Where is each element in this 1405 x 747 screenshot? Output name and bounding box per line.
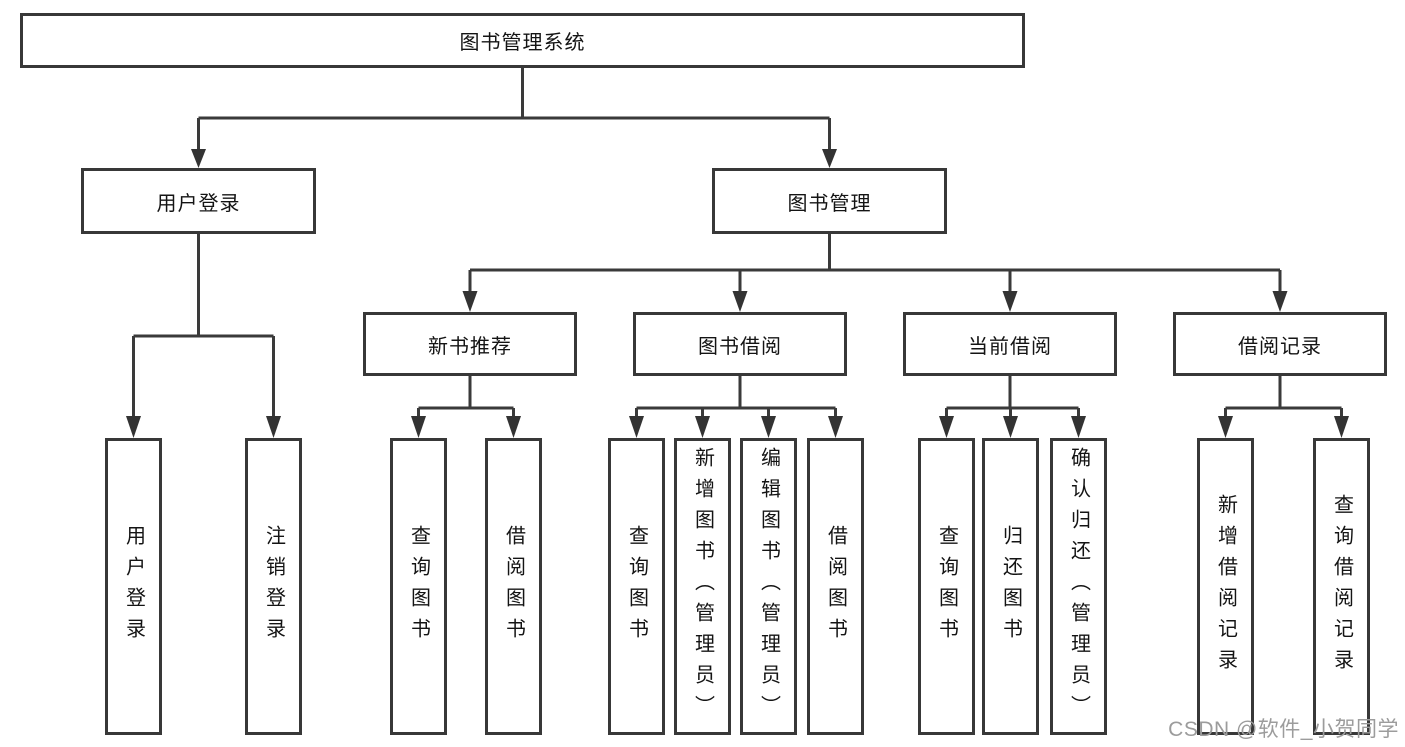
node-root-system-label: 图书管理系统 [459, 32, 586, 54]
node-book-management: 图书管理 [712, 168, 947, 234]
leaf-add-book-admin-label: 新增图书（管理员） [691, 447, 714, 726]
leaf-query-books-recommend-label: 查询图书 [407, 524, 430, 649]
connector-user-login-to-leaves [132, 234, 275, 417]
leaf-return-book: 归还图书 [982, 438, 1039, 735]
leaf-user-login: 用户登录 [105, 438, 162, 735]
arrowheads-current-borrow-leaves [939, 416, 1086, 438]
connector-new-book-recommend-to-leaves [417, 376, 515, 417]
connector-current-borrow-to-leaves [945, 376, 1080, 417]
leaf-edit-book-admin: 编辑图书（管理员） [740, 438, 797, 735]
connector-borrow-records-to-leaves [1224, 376, 1343, 417]
node-current-borrow: 当前借阅 [903, 312, 1117, 376]
leaf-query-borrow-record-label: 查询借阅记录 [1330, 493, 1353, 680]
leaf-query-books-borrow-label: 查询图书 [625, 524, 648, 649]
leaf-query-books-current-label: 查询图书 [935, 524, 958, 649]
watermark: CSDN @软件_小贺同学 [1168, 718, 1399, 741]
node-borrow-records: 借阅记录 [1173, 312, 1387, 376]
arrowheads-level3 [462, 291, 1288, 312]
leaf-query-books-recommend: 查询图书 [390, 438, 447, 735]
leaf-query-borrow-record: 查询借阅记录 [1313, 438, 1370, 735]
node-user-login: 用户登录 [81, 168, 316, 234]
leaf-borrow-books-label: 借阅图书 [824, 524, 847, 649]
node-new-book-recommend-label: 新书推荐 [428, 335, 512, 358]
connector-book-borrow-to-leaves [635, 376, 837, 417]
leaf-borrow-books-recommend: 借阅图书 [485, 438, 542, 735]
node-book-management-label: 图书管理 [787, 192, 872, 215]
arrowheads-user-login-leaves [126, 416, 281, 438]
arrowheads-book-borrow-leaves [629, 416, 843, 438]
leaf-confirm-return-admin-label: 确认归还（管理员） [1067, 447, 1090, 726]
node-user-login-label: 用户登录 [156, 192, 241, 215]
leaf-logout-label: 注销登录 [262, 524, 285, 649]
leaf-query-books-current: 查询图书 [918, 438, 975, 735]
leaf-borrow-books-recommend-label: 借阅图书 [502, 524, 525, 649]
leaf-edit-book-admin-label: 编辑图书（管理员） [757, 447, 780, 726]
leaf-return-book-label: 归还图书 [999, 524, 1022, 649]
connector-root-to-level2 [197, 68, 831, 150]
leaf-borrow-books: 借阅图书 [807, 438, 864, 735]
node-new-book-recommend: 新书推荐 [363, 312, 577, 376]
arrowheads-borrow-records-leaves [1218, 416, 1349, 438]
leaf-add-borrow-record: 新增借阅记录 [1197, 438, 1254, 735]
leaf-add-book-admin: 新增图书（管理员） [674, 438, 731, 735]
arrowheads-level2 [191, 149, 837, 168]
node-root-system: 图书管理系统 [20, 13, 1025, 68]
arrowheads-new-book-recommend-leaves [411, 416, 521, 438]
connector-book-management-to-level3 [468, 234, 1282, 292]
node-book-borrow: 图书借阅 [633, 312, 847, 376]
leaf-add-borrow-record-label: 新增借阅记录 [1214, 493, 1237, 680]
leaf-logout: 注销登录 [245, 438, 302, 735]
node-borrow-records-label: 借阅记录 [1238, 335, 1322, 358]
leaf-confirm-return-admin: 确认归还（管理员） [1050, 438, 1107, 735]
leaf-user-login-label: 用户登录 [122, 524, 145, 649]
leaf-query-books-borrow: 查询图书 [608, 438, 665, 735]
node-book-borrow-label: 图书借阅 [698, 335, 782, 358]
node-current-borrow-label: 当前借阅 [968, 335, 1052, 358]
